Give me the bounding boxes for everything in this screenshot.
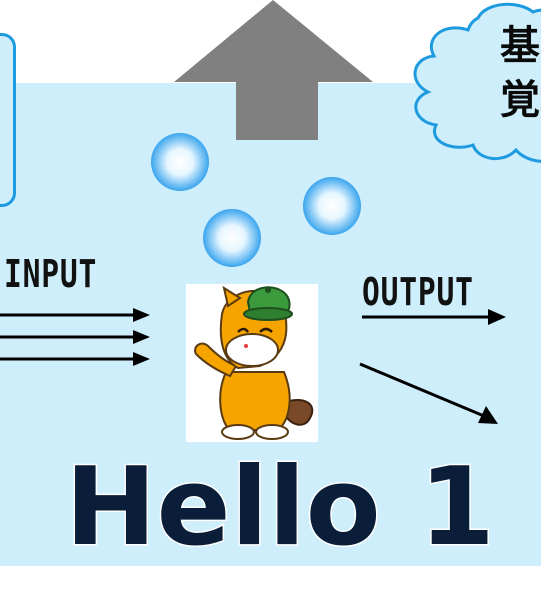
thought-cloud: 基 覚 [408,0,541,172]
bubble-icon [203,209,261,267]
title-text: Hello 1 [65,448,495,560]
output-arrows [359,309,506,424]
cloud-text-line-2: 覚 [500,77,540,123]
mascot-icon [194,285,314,440]
note-box [0,33,16,207]
bubble-icon [151,133,209,191]
output-label: OUTPUT [362,270,474,314]
title-banner: Hello 1 [64,448,497,560]
cloud-text-line-1: 基 [500,23,540,69]
thought-cloud-icon [413,2,541,163]
input-arrows [0,308,150,366]
bubble-icon [303,177,361,235]
mascot-image [186,284,318,442]
up-arrow-icon [174,0,373,140]
input-label: INPUT [4,252,98,296]
